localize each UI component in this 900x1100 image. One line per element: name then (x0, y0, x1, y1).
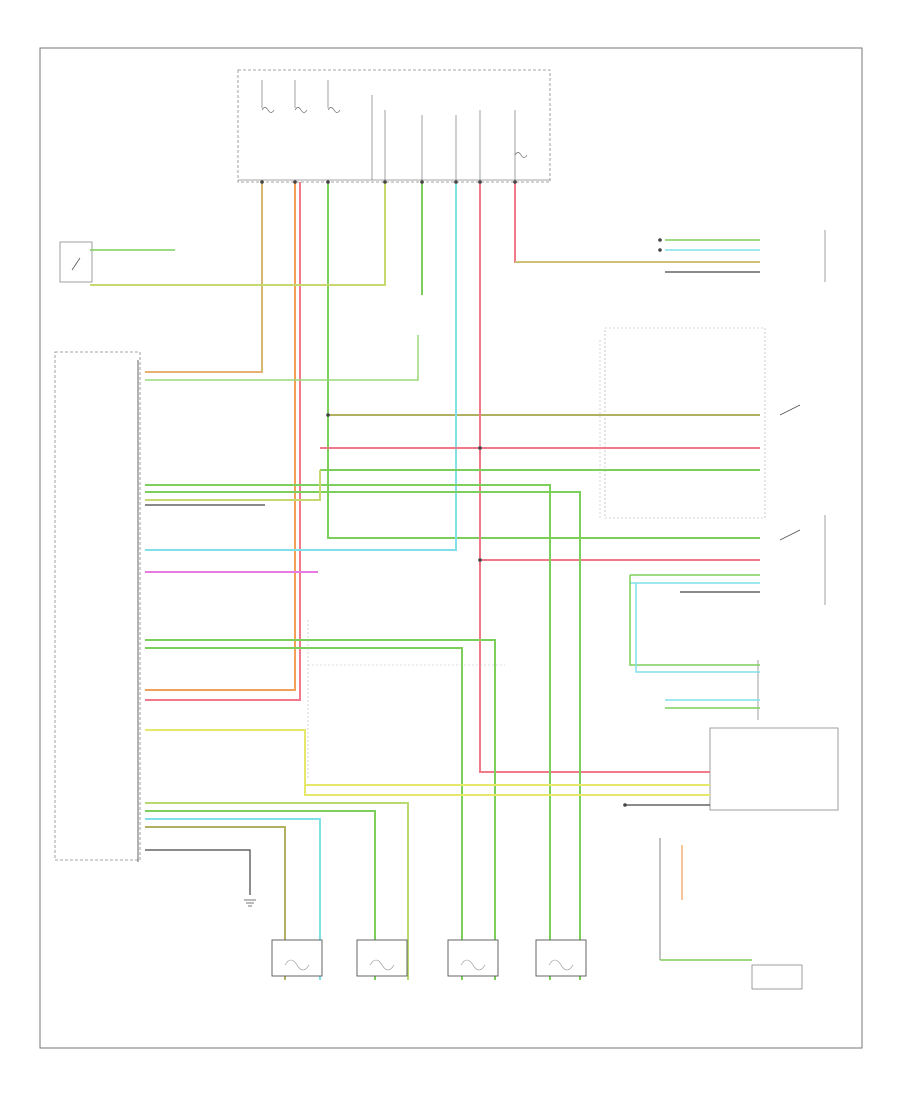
diagram-border (39, 47, 863, 1049)
brake-switch-area (604, 327, 801, 541)
ground-symbols (244, 899, 256, 907)
wheel-sensor-left-front (535, 939, 587, 977)
wheel-sensor-right-rear (271, 939, 323, 977)
wheel-sensor-left-rear (356, 939, 408, 977)
wires (90, 182, 760, 980)
left-top-switch (59, 241, 93, 283)
wheel-sensor-right-front (447, 939, 499, 977)
splice-dots (260, 180, 662, 807)
abs-module (54, 351, 141, 862)
dashed-borders (307, 340, 601, 780)
steering-sensor-box (709, 727, 839, 811)
right-connector-group-2 (757, 515, 826, 720)
lower-right-connector (659, 838, 803, 990)
fuse-box (237, 69, 551, 183)
wheel-sensors (271, 939, 587, 977)
